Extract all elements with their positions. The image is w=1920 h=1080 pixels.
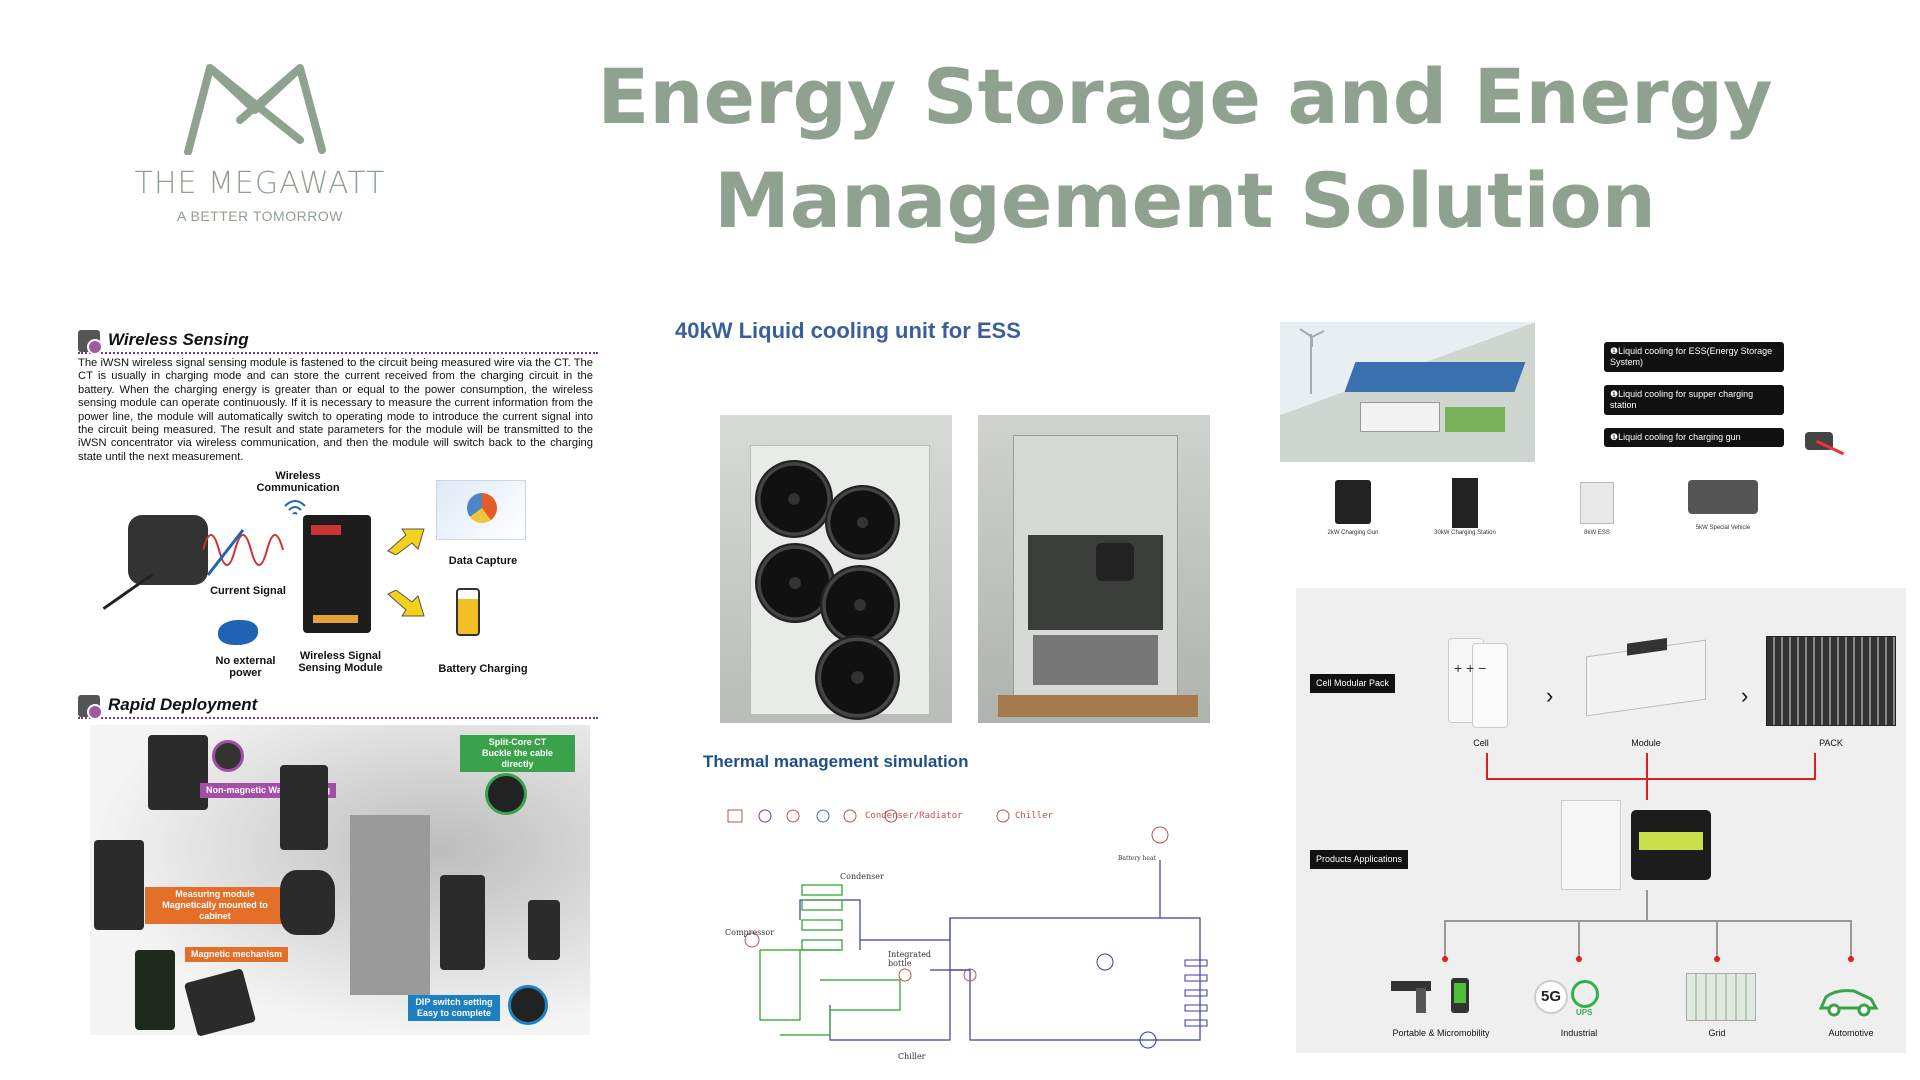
module-icon (78, 330, 103, 355)
app-caption-industrial: Industrial (1560, 1028, 1598, 1038)
integrated-bottle-label: Integrated bottle (888, 950, 932, 968)
app-item-ess: ❶Liquid cooling for ESS(Energy Storage S… (1604, 342, 1784, 372)
rapid-deployment-heading: Rapid Deployment (108, 695, 258, 714)
wall-module-image (148, 735, 208, 810)
cell-modular-pack-label: Cell Modular Pack (1310, 674, 1396, 693)
battery-charging-label: Battery Charging (438, 663, 528, 675)
charging-gun-image (1795, 422, 1850, 462)
product-caption-vehicle: 5kW Special Vehicle (1695, 525, 1751, 531)
app-caption-automotive: Automotive (1828, 1028, 1874, 1038)
cell-modular-pack-panel: Cell Modular Pack + + − Cell › Module › … (1296, 588, 1906, 1053)
arrow-up-icon (387, 528, 425, 555)
electric-car-icon (1818, 989, 1879, 1017)
module-caption: Module (1631, 738, 1661, 748)
module-icon (78, 695, 103, 720)
fan-icon (755, 460, 833, 538)
app-caption-portable: Portable & Micromobility (1392, 1028, 1490, 1038)
legend-condenser: Condenser/Radiator (865, 811, 963, 821)
title-line-1: Energy Storage and Energy (597, 52, 1773, 141)
ups-icon (1571, 980, 1599, 1008)
product-image-ess (1580, 482, 1614, 524)
wireless-diagram: Wireless Communication Current Signal Da… (78, 470, 598, 685)
product-caption-station: 30kW Charging Station (1434, 530, 1496, 536)
page-title: Energy Storage and Energy Management Sol… (520, 45, 1850, 253)
data-capture-image (436, 480, 526, 540)
chevron-right-icon: › (1741, 683, 1749, 708)
grid-storage-icon (1686, 973, 1756, 1021)
product-image-charging-station (1452, 478, 1478, 528)
wss-module-label: Wireless Signal Sensing Module (298, 650, 383, 674)
magnetic-mechanism-tag: Magnetic mechanism (185, 947, 289, 962)
module-image (1586, 638, 1706, 717)
battery-pack-image (1631, 810, 1711, 880)
magnetic-module-image (94, 840, 144, 930)
wireless-sensing-body: The iWSN wireless signal sensing module … (78, 357, 593, 463)
cell-image (1472, 643, 1508, 728)
wireless-comm-label: Wireless Communication (256, 470, 340, 494)
chiller-label: Chiller (898, 1052, 926, 1061)
sensing-module-image (303, 515, 371, 633)
battery-icon (456, 588, 480, 636)
no-power-icon (218, 620, 258, 645)
products-applications-label: Products Applications (1310, 850, 1409, 869)
cell-caption: Cell (1473, 738, 1489, 748)
power-tools-icon (1391, 978, 1469, 1013)
app-item-charging-station: ❶Liquid cooling for supper charging stat… (1604, 385, 1784, 415)
thermal-schematic (727, 809, 1208, 1049)
wireless-sensing-heading: Wireless Sensing (108, 330, 249, 349)
arrow-down-icon (387, 590, 425, 617)
cooling-unit-photo-front (720, 415, 952, 723)
thermal-simulation-diagram: Condenser/Radiator Chiller Condenser Com… (720, 800, 1220, 1070)
compressor-label: Compressor (725, 928, 775, 937)
chevron-right-icon: › (1546, 683, 1554, 708)
current-wave-icon (203, 529, 284, 576)
no-external-power-label: No external power (215, 655, 276, 679)
fiveg-icon: 5G (1534, 980, 1568, 1014)
brand-logo: THE MEGAWATT A BETTER TOMORROW (130, 60, 390, 230)
product-image-charging-gun (1335, 480, 1371, 524)
rapid-deployment-image: Non-magnetic Wall mounting Split-Core CT… (90, 725, 590, 1037)
fan-icon (820, 565, 900, 645)
thermal-simulation-title: Thermal management simulation (703, 752, 969, 771)
ups-label: UPS (1576, 1008, 1593, 1017)
wireless-sensing-header: Wireless Sensing (78, 330, 598, 355)
app-item-charging-gun: ❶Liquid cooling for charging gun (1604, 428, 1784, 447)
pack-caption: PACK (1819, 738, 1843, 748)
pack-image (1766, 636, 1896, 726)
measuring-module-image (280, 765, 328, 850)
data-capture-label: Data Capture (448, 555, 518, 567)
fan-icon (825, 485, 900, 560)
cooling-unit-photo-open (978, 415, 1210, 723)
app-caption-grid: Grid (1708, 1028, 1726, 1038)
wall-battery-image (1561, 800, 1621, 890)
ct-clamp-image (128, 515, 208, 585)
condenser-label: Condenser (840, 872, 884, 881)
product-caption-ess: 8kW ESS (1584, 530, 1610, 536)
rapid-deployment-header: Rapid Deployment (78, 695, 598, 720)
wifi-icon (284, 500, 306, 515)
brand-tagline: A BETTER TOMORROW (177, 208, 343, 224)
current-signal-label: Current Signal (210, 585, 286, 597)
wind-turbine-icon (1299, 328, 1325, 347)
charging-station-illustration (1280, 322, 1535, 462)
legend-chiller: Chiller (1015, 811, 1053, 821)
fan-icon (815, 635, 900, 720)
brand-name: THE MEGAWATT (134, 166, 386, 201)
battery-heat-label: Battery heat (1118, 855, 1156, 862)
cooling-unit-title: 40kW Liquid cooling unit for ESS (675, 318, 1021, 343)
product-image-special-vehicle (1688, 480, 1758, 514)
product-caption-gun: 2kW Charging Gun (1327, 530, 1379, 536)
title-line-2: Management Solution (714, 156, 1656, 245)
megawatt-logo-icon (184, 64, 326, 155)
